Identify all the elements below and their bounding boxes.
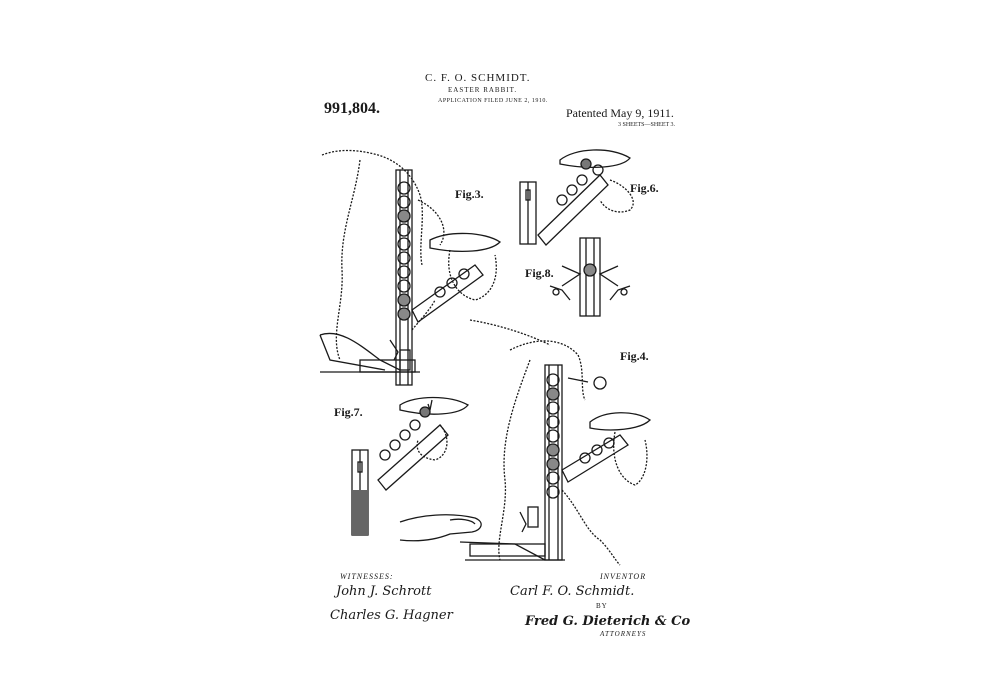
fig8-label: Fig.8.: [525, 266, 554, 280]
inventor-label: INVENTOR: [600, 572, 647, 581]
figure-3-drawing: [319, 149, 502, 386]
figure-6-drawing: [519, 149, 634, 246]
witness-signature-2: Charles G. Hagner: [330, 608, 453, 623]
attorneys-label: ATTORNEYS: [600, 630, 647, 638]
fig6-label: Fig.6.: [630, 181, 659, 195]
witness-signature-1: John J. Schrott: [336, 584, 432, 599]
by-label: BY: [596, 602, 608, 610]
patent-sheet: C. F. O. SCHMIDT. EASTER RABBIT. APPLICA…: [300, 60, 700, 650]
application-filed: APPLICATION FILED JUNE 2, 1910.: [438, 98, 548, 104]
inventor-heading: C. F. O. SCHMIDT.: [425, 72, 531, 84]
patent-drawings: Fig.3. Fig.6. Fig.8. Fig.4. Fig.7.: [319, 149, 659, 566]
fig7-label: Fig.7.: [334, 405, 363, 419]
figure-8-drawing: [549, 237, 631, 317]
fig4-label: Fig.4.: [620, 349, 649, 363]
fig3-label: Fig.3.: [455, 187, 484, 201]
figure-4-drawing: [399, 319, 652, 566]
sheet-count: 3 SHEETS—SHEET 3.: [618, 122, 676, 128]
patented-date: Patented May 9, 1911.: [566, 106, 674, 120]
attorney-signature: Fred G. Dieterich & Co: [525, 614, 691, 629]
witnesses-label: WITNESSES:: [340, 572, 394, 581]
inventor-signature: Carl F. O. Schmidt.: [510, 584, 635, 599]
patent-number: 991,804.: [324, 100, 380, 117]
invention-title: EASTER RABBIT.: [448, 86, 518, 94]
figure-7-drawing: [351, 396, 469, 536]
